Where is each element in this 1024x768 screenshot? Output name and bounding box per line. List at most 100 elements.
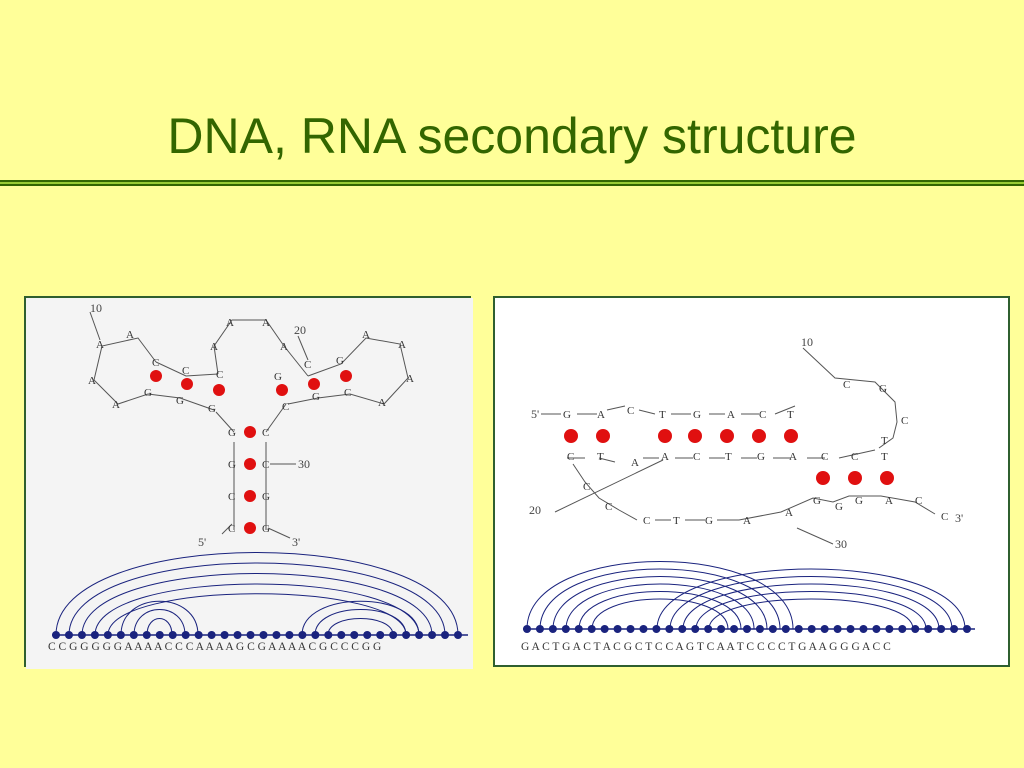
svg-text:G: G xyxy=(757,451,765,463)
label-20: 20 xyxy=(294,323,306,337)
sequence-bead xyxy=(755,625,764,633)
svg-text:T: T xyxy=(659,409,666,421)
svg-text:A: A xyxy=(885,495,893,507)
label-20: 20 xyxy=(529,503,541,517)
svg-text:G: G xyxy=(563,409,571,421)
svg-text:A: A xyxy=(88,375,96,387)
sequence-bead xyxy=(337,631,346,639)
svg-text:C: C xyxy=(821,451,828,463)
sequence-bead xyxy=(743,625,751,633)
sequence-bead xyxy=(402,631,411,639)
svg-text:C: C xyxy=(941,511,948,523)
sequence-bead xyxy=(613,625,622,633)
svg-text:A: A xyxy=(226,317,234,329)
pairing-arc xyxy=(55,552,459,636)
sequence-bead xyxy=(561,625,570,633)
svg-text:G: G xyxy=(262,491,270,503)
pairing-arc xyxy=(327,618,394,636)
sequence-bead xyxy=(52,631,60,639)
svg-text:C: C xyxy=(304,359,311,371)
sequence-bead xyxy=(833,625,842,633)
sequence-bead xyxy=(363,631,372,639)
sequence-bead xyxy=(194,631,203,639)
pairing-arc xyxy=(708,598,914,630)
sequence-bead xyxy=(652,625,661,633)
label-30: 30 xyxy=(835,537,847,551)
sequence-bead xyxy=(846,625,855,633)
sequence-bead xyxy=(64,631,73,639)
sequence-bead xyxy=(535,625,544,633)
right-sequence: G A C T G A C T A C G C T C C A G T C A … xyxy=(521,641,891,653)
pairing-arc xyxy=(695,591,927,630)
label-30: 30 xyxy=(298,457,310,471)
svg-text:G: G xyxy=(208,403,216,415)
sequence-bead xyxy=(376,631,385,639)
sequence-bead xyxy=(77,631,86,639)
svg-text:C: C xyxy=(627,405,634,417)
sequence-bead xyxy=(233,631,242,639)
svg-text:C: C xyxy=(262,427,269,439)
svg-text:G: G xyxy=(176,395,184,407)
sequence-bead xyxy=(587,625,596,633)
sequence-bead xyxy=(129,631,138,639)
pairing-arc xyxy=(314,609,407,636)
arc-diagram xyxy=(55,552,459,636)
base-pair-dots xyxy=(564,429,894,485)
svg-text:C: C xyxy=(605,501,612,513)
sequence-bead xyxy=(781,625,790,633)
base-pair-dots xyxy=(150,370,352,534)
svg-text:A: A xyxy=(210,341,218,353)
svg-text:A: A xyxy=(727,409,735,421)
svg-text:A: A xyxy=(362,329,370,341)
sequence-bead xyxy=(574,625,583,633)
svg-text:A: A xyxy=(280,341,288,353)
svg-text:C: C xyxy=(915,495,922,507)
svg-text:G: G xyxy=(228,427,236,439)
svg-text:G: G xyxy=(144,387,152,399)
svg-text:G: G xyxy=(228,459,236,471)
svg-text:C: C xyxy=(182,365,189,377)
sequence-bead xyxy=(859,625,868,633)
pairing-arc xyxy=(669,576,953,630)
left-sequence: C C G G G G G A A A A C C C A A A A G C … xyxy=(48,641,381,653)
sequence-bead xyxy=(454,631,462,639)
sequence-bead xyxy=(181,631,190,639)
svg-text:C: C xyxy=(228,491,235,503)
svg-text:G: G xyxy=(336,355,344,367)
svg-text:A: A xyxy=(398,339,406,351)
svg-text:C: C xyxy=(344,387,351,399)
svg-text:A: A xyxy=(597,409,605,421)
sequence-bead xyxy=(311,631,320,639)
svg-text:T: T xyxy=(881,435,888,447)
sequence-bead xyxy=(872,625,881,633)
sequence-beads xyxy=(523,625,971,633)
sequence-bead xyxy=(885,625,894,633)
sequence-bead xyxy=(142,631,151,639)
label-10: 10 xyxy=(90,301,102,315)
sequence-bead xyxy=(415,631,424,639)
sequence-bead xyxy=(523,625,531,633)
sequence-bead xyxy=(116,631,125,639)
svg-text:G: G xyxy=(855,495,863,507)
pairing-arc xyxy=(120,600,199,636)
sequence-bead xyxy=(207,631,216,639)
sequence-bead xyxy=(350,631,359,639)
sequence-bead xyxy=(898,625,907,633)
svg-text:G: G xyxy=(693,409,701,421)
sequence-bead xyxy=(626,625,635,633)
pairing-arc xyxy=(565,583,755,630)
svg-text:A: A xyxy=(631,457,639,469)
sequence-bead xyxy=(548,625,557,633)
sequence-bead xyxy=(155,631,164,639)
sequence-bead xyxy=(665,625,674,633)
sequence-bead xyxy=(794,625,803,633)
title-divider xyxy=(0,180,1024,186)
sequence-bead xyxy=(820,625,829,633)
sequence-bead xyxy=(704,625,713,633)
svg-text:C: C xyxy=(643,515,650,527)
svg-text:T: T xyxy=(597,451,604,463)
svg-text:A: A xyxy=(112,399,120,411)
